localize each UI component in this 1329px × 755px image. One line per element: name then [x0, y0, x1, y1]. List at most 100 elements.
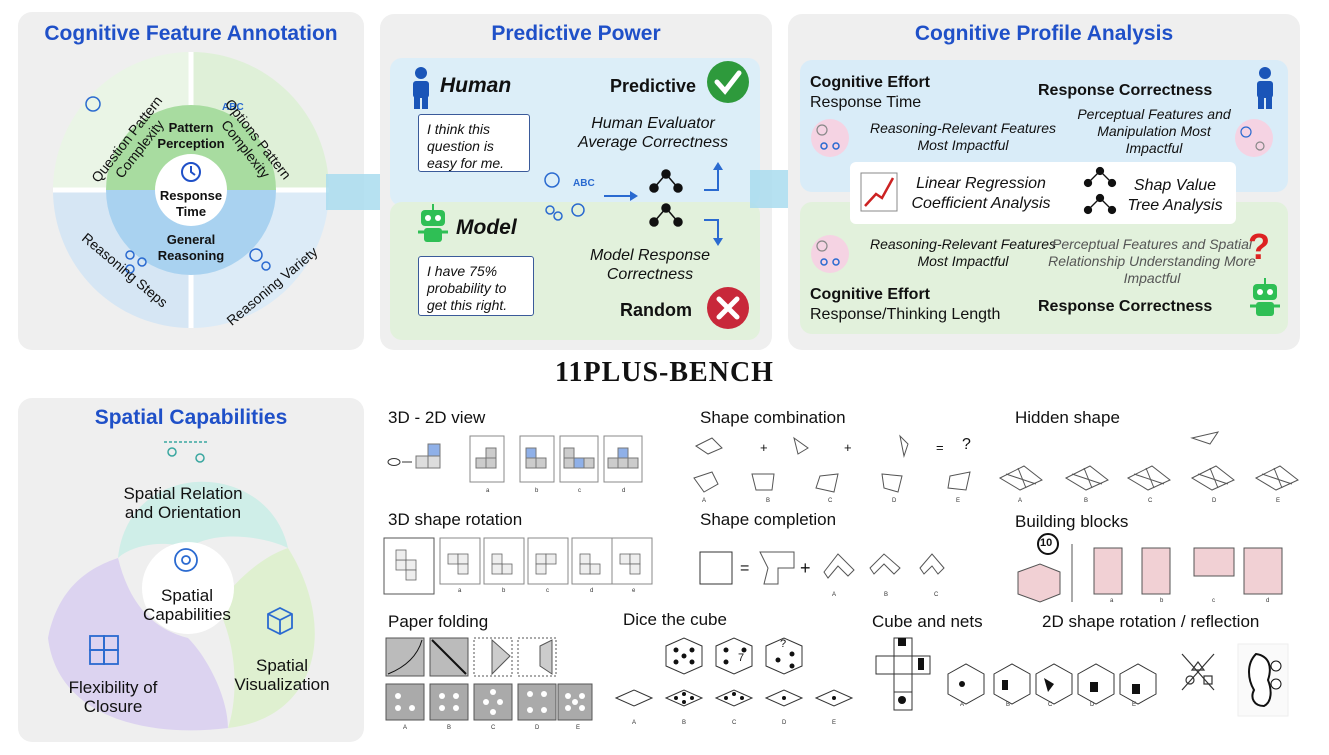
- option-label: E: [1276, 498, 1281, 504]
- resp-len-label: Response/Thinking Length: [810, 306, 1001, 323]
- model-speech-bubble: I have 75% probability to get this right…: [418, 256, 534, 316]
- option-label: B: [766, 498, 771, 504]
- rotation-2d-example: [1181, 643, 1289, 717]
- plus-symbol: +: [844, 440, 852, 455]
- option-label: E: [956, 498, 961, 504]
- option-label: d: [1266, 598, 1270, 604]
- dice-question: ?: [780, 638, 787, 650]
- option-label: A: [832, 592, 837, 598]
- human-label: Human: [440, 74, 512, 97]
- spatial-capabilities-panel: Spatial Capabilities Spatial Relation an…: [18, 398, 364, 742]
- model-profile-box: [800, 202, 1288, 334]
- tree-icon: [604, 169, 683, 227]
- option-label: C: [732, 720, 737, 726]
- rr-features-bottom: Reasoning-Relevant Features Most Impactf…: [870, 236, 1056, 269]
- resp-correct-top: Response Correctness: [1038, 82, 1213, 99]
- option-label: B: [1084, 498, 1089, 504]
- option-label: a: [1110, 598, 1114, 604]
- human-speech-bubble: I think this question is easy for me.: [418, 114, 530, 172]
- predictive-label: Predictive: [610, 76, 697, 96]
- model-resp-label: Model Response Correctness: [589, 247, 711, 283]
- spatial-center-label: Spatial Capabilities: [143, 586, 231, 624]
- option-label: a: [458, 588, 462, 594]
- option-label: D: [535, 725, 540, 731]
- cog-effort-bottom: Cognitive Effort: [810, 286, 930, 303]
- task-building-blocks: Building blocks: [1015, 512, 1129, 531]
- task-3d-shape-rotation: 3D shape rotation: [388, 510, 523, 529]
- option-label: E: [576, 725, 581, 731]
- option-label: A: [702, 498, 707, 504]
- shap-label: Shap Value Tree Analysis: [1127, 177, 1223, 214]
- question-icon: [85, 96, 101, 112]
- puzzle-icon: [89, 635, 119, 665]
- option-label: b: [1160, 598, 1164, 604]
- building-blocks-example: [1017, 533, 1283, 603]
- abc-icon: ABC: [222, 102, 244, 113]
- shape-combination-example: [693, 434, 971, 493]
- task-shape-combination: Shape combination: [700, 408, 846, 427]
- human-eval-label: Human Evaluator Average Correctness: [578, 115, 728, 151]
- linreg-icon: [860, 172, 898, 212]
- question-mark-icon: ?: [1248, 226, 1270, 267]
- option-label: B: [682, 720, 687, 726]
- resp-correct-bottom: Response Correctness: [1038, 298, 1213, 315]
- option-label: A: [403, 725, 408, 731]
- option-label: D: [1090, 702, 1095, 708]
- panel-title: Predictive Power: [491, 22, 661, 45]
- option-label: E: [1132, 702, 1137, 708]
- panel-title: Cognitive Profile Analysis: [914, 22, 1174, 45]
- check-icon: [707, 61, 749, 103]
- cube-nets-example: [875, 637, 1157, 711]
- dice-example: [614, 637, 854, 707]
- gears-icon: [249, 248, 271, 271]
- question-symbol: ?: [962, 436, 971, 453]
- predictive-power-panel: Predictive Power Human Predictive I thin…: [380, 14, 772, 350]
- task-dice-cube: Dice the cube: [623, 610, 727, 629]
- feature-wheel: ABC: [53, 52, 329, 328]
- paper-folding-example: [385, 637, 593, 721]
- option-label: B: [1006, 702, 1011, 708]
- pf-features-top: Perceptual Features and Manipulation Mos…: [1077, 106, 1231, 156]
- option-label: b: [535, 488, 539, 494]
- view3d2d-example: [387, 435, 643, 483]
- cube-arrow-icon: [267, 606, 293, 636]
- clock-icon: [181, 162, 201, 182]
- option-label: A: [632, 720, 637, 726]
- option-label: c: [578, 488, 581, 494]
- option-label: D: [892, 498, 897, 504]
- option-label: d: [622, 488, 626, 494]
- equals-symbol: =: [936, 440, 944, 455]
- option-label: c: [1212, 598, 1215, 604]
- option-label: D: [1212, 498, 1217, 504]
- people-arrow-icon: [164, 441, 208, 463]
- pf-features-bottom: Perceptual Features and Spatial Relation…: [1048, 236, 1256, 286]
- model-label: Model: [456, 216, 517, 239]
- spatial-triad: [48, 441, 315, 731]
- task-2d-rotation: 2D shape rotation / reflection: [1042, 612, 1260, 631]
- bench-title: 11PLUS-BENCH: [555, 357, 774, 388]
- rr-features-top: Reasoning-Relevant Features Most Impactf…: [870, 120, 1056, 153]
- spatial-visualization-label: Spatial Visualization: [234, 656, 330, 694]
- cognitive-feature-panel: Cognitive Feature Annotation ABC Questio…: [18, 12, 364, 350]
- option-label: A: [1018, 498, 1023, 504]
- option-label: C: [491, 725, 496, 731]
- feature-icons-cluster: ABC: [544, 172, 595, 221]
- building-number: 10: [1040, 537, 1053, 549]
- robot-icon: [1250, 278, 1280, 316]
- general-reasoning: General Reasoning: [157, 232, 225, 263]
- option-label: a: [486, 488, 490, 494]
- cog-effort-top: Cognitive Effort: [810, 74, 930, 91]
- option-label: E: [832, 720, 837, 726]
- panel-title: Spatial Capabilities: [94, 406, 288, 429]
- option-label: C: [934, 592, 939, 598]
- shape-completion-example: [699, 551, 945, 585]
- response-time: Response Time: [159, 188, 223, 219]
- response-time-label: Response Time: [810, 94, 922, 111]
- hidden-shape-example: [998, 431, 1299, 491]
- plus-symbol: +: [800, 558, 811, 578]
- option-label: d: [590, 588, 594, 594]
- perceptual-icons-top: [1235, 119, 1273, 157]
- cognitive-profile-panel: Cognitive Profile Analysis Cognitive Eff…: [788, 14, 1300, 350]
- task-shape-completion: Shape completion: [700, 510, 837, 529]
- equals-symbol: =: [740, 560, 750, 577]
